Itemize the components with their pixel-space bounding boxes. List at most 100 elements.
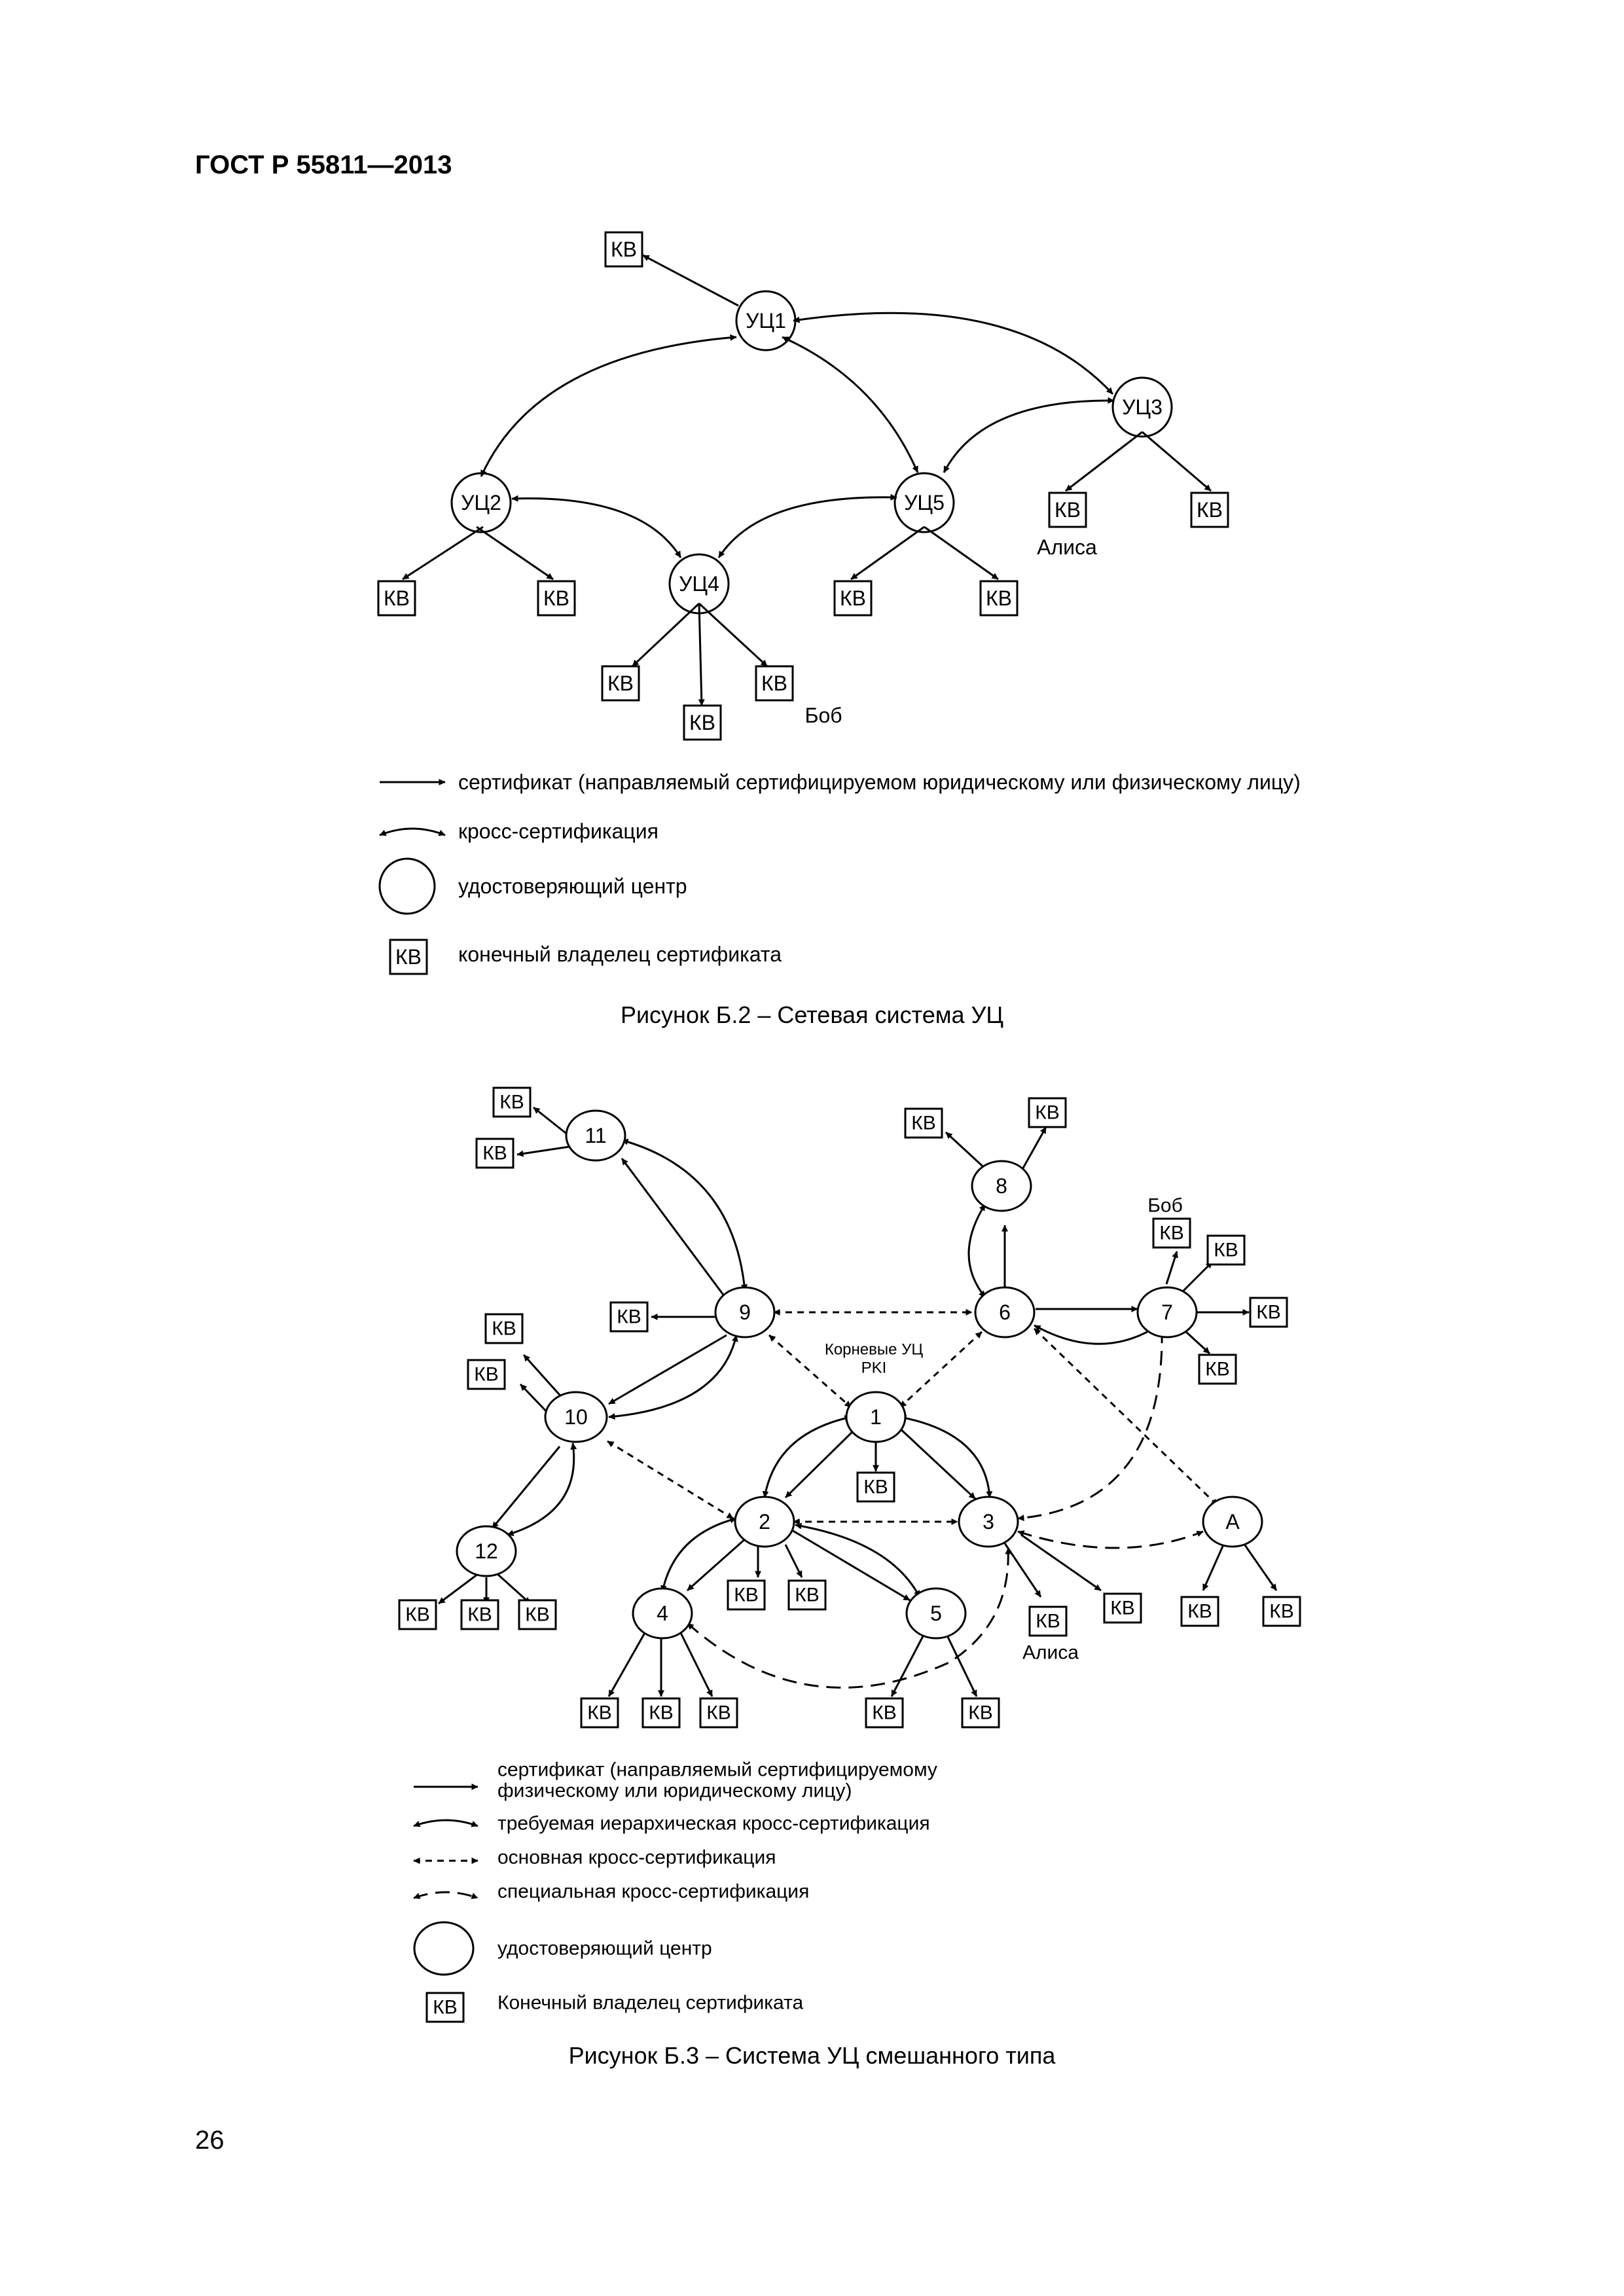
ee-label: КВ — [1036, 1611, 1060, 1632]
node-label: 3 — [983, 1510, 994, 1534]
ee-box — [979, 580, 1019, 617]
edge-8-ee-left — [945, 1131, 990, 1173]
ca-node-9 — [714, 1286, 776, 1338]
edge-ca1-ee — [642, 254, 739, 307]
cross-ca4-ca5 — [717, 493, 897, 558]
ee-label: КВ — [492, 1318, 516, 1340]
ee-box — [398, 1599, 437, 1630]
ee-label: КВ — [525, 1604, 550, 1626]
ca-label: УЦ2 — [461, 491, 501, 514]
edge-a-ee-left — [1202, 1543, 1225, 1591]
legend2-certificate-text-2: физическому или юридическому лицу) — [497, 1780, 852, 1802]
ee-label: КВ — [499, 1092, 524, 1113]
ee-label: КВ — [840, 586, 866, 610]
ca-node-11 — [565, 1109, 626, 1162]
cross-ca1-ca3 — [793, 312, 1114, 395]
edge-9-11 — [621, 1158, 728, 1300]
ee-box — [467, 1359, 506, 1390]
document-header: ГОСТ Р 55811—2013 — [195, 151, 452, 179]
edge-5-ee-left — [890, 1636, 924, 1697]
bob-label: Боб — [1147, 1195, 1183, 1217]
ee-label: КВ — [474, 1364, 499, 1386]
hier-cross-6-8 — [967, 1204, 986, 1298]
ca-node-1 — [735, 290, 797, 351]
ee-box — [537, 580, 576, 617]
legend2-hier-arrow — [413, 1819, 478, 1827]
legend2-hier-text: требуемая иерархическая кросс-сертификац… — [497, 1813, 930, 1835]
cross-ca1-ca5 — [782, 336, 919, 473]
ee-box — [865, 1697, 904, 1729]
edge-8-ee-right — [1020, 1126, 1047, 1172]
ee-label: КВ — [1214, 1240, 1238, 1261]
edge-ca4-ee-right — [698, 602, 768, 668]
edge-ca3-ee-right — [1142, 431, 1212, 492]
ee-box — [833, 580, 873, 617]
ee-label: КВ — [384, 586, 410, 610]
ee-box — [961, 1697, 1000, 1729]
edge-4-ee-left — [607, 1632, 646, 1697]
legend2-special-text: специальная кросс-сертификация — [497, 1881, 809, 1903]
ee-box — [1249, 1297, 1288, 1328]
hier-cross-9-10 — [608, 1335, 738, 1420]
ee-label: КВ — [1256, 1302, 1281, 1323]
node-label: 6 — [999, 1300, 1011, 1324]
node-label: 7 — [1161, 1300, 1173, 1324]
ee-box — [1048, 492, 1087, 528]
ee-box — [641, 1697, 681, 1729]
ee-box — [1028, 1605, 1068, 1637]
legend2-ee-text: Конечный владелец сертификата — [497, 1992, 803, 2014]
page-number: 26 — [195, 2126, 225, 2155]
hier-cross-6-7 — [1034, 1324, 1156, 1345]
edge-3-ee-alice — [1003, 1543, 1042, 1598]
special-cross-3-a — [1017, 1530, 1204, 1549]
ee-label: КВ — [911, 1113, 936, 1134]
ee-label: КВ — [649, 1702, 674, 1724]
edge-10-12 — [491, 1446, 561, 1529]
ee-box — [1262, 1596, 1301, 1627]
ca-node-6 — [974, 1286, 1036, 1338]
ee-box — [1180, 1596, 1219, 1627]
legend-cross-text: кросс-сертификация — [458, 819, 659, 843]
ee-label: КВ — [543, 586, 569, 610]
cross-ca1-ca2 — [480, 334, 737, 477]
node-label: 5 — [930, 1602, 942, 1625]
edge-ca5-ee-right — [924, 526, 999, 581]
ee-label: КВ — [467, 1604, 492, 1626]
ca-node-12 — [456, 1525, 517, 1577]
ee-label: КВ — [761, 672, 787, 695]
node-label: 10 — [564, 1405, 588, 1429]
ee-box — [1152, 1217, 1191, 1249]
edge-12-ee-right — [496, 1573, 532, 1605]
ee-box — [518, 1599, 557, 1630]
ee-box — [484, 1313, 524, 1344]
ee-box — [856, 1471, 895, 1503]
edge-7-ee-bottom — [1185, 1331, 1211, 1355]
ca-label: УЦ3 — [1122, 395, 1163, 419]
ee-label: КВ — [1055, 498, 1081, 522]
ee-box — [377, 580, 416, 617]
ca-node-10 — [544, 1391, 608, 1443]
edge-3-ee-right — [1020, 1534, 1102, 1592]
node-label: 12 — [475, 1539, 498, 1563]
hier-cross-11-9 — [621, 1138, 748, 1291]
edge-ca5-ee-left — [850, 526, 925, 581]
ee-box — [1103, 1592, 1142, 1624]
legend2-ca-circle — [413, 1921, 475, 1976]
root-ca-label-line2: PKI — [861, 1359, 887, 1377]
edge-a-ee-right — [1242, 1543, 1278, 1591]
legend-ee-box — [389, 939, 428, 975]
node-label: 8 — [996, 1174, 1007, 1198]
ee-label: КВ — [689, 711, 715, 734]
edge-1-3 — [897, 1426, 977, 1500]
legend2-special-arrow — [413, 1891, 478, 1899]
basic-cross-6-a — [1033, 1327, 1219, 1507]
ee-box — [787, 1579, 827, 1611]
ca-node-4 — [632, 1587, 693, 1640]
ee-label: КВ — [734, 1585, 759, 1606]
ee-box — [580, 1697, 619, 1729]
ee-box — [475, 1138, 514, 1169]
edge-12-ee-left — [438, 1573, 478, 1605]
ee-box — [1028, 1097, 1067, 1128]
ca-node-a — [1202, 1496, 1263, 1548]
